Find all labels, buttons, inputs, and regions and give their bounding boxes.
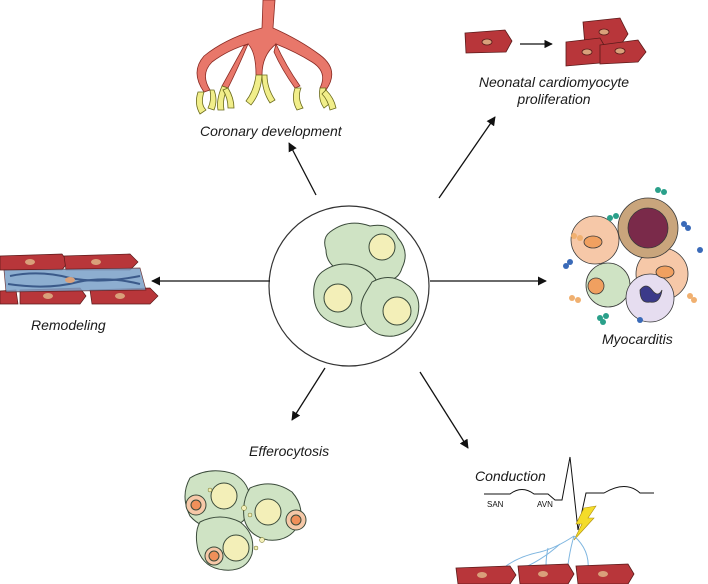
- label-neonatal-line2: proliferation: [517, 91, 591, 107]
- arrow-to-coronary: [288, 142, 317, 196]
- cardiomyocyte-proliferation-icon: [464, 17, 647, 67]
- efferocytosis-macrophage-icon: [184, 470, 307, 571]
- remodeling-tissue-icon: [0, 253, 159, 305]
- label-san: SAN: [487, 500, 504, 509]
- central-macrophage-icon: [313, 222, 420, 337]
- arrow-to-neonatal: [438, 116, 496, 199]
- label-neonatal-line1: Neonatal cardiomyocyte: [478, 74, 630, 90]
- myocarditis-immune-cells-icon: [563, 187, 703, 325]
- arrow-to-efferocytosis: [291, 367, 326, 421]
- conduction-cardiomyocytes-icon: [455, 563, 635, 584]
- label-efferocytosis: Efferocytosis: [249, 443, 330, 459]
- label-remodeling: Remodeling: [31, 317, 106, 333]
- arrows: [151, 116, 547, 449]
- ecg-trace-icon: [484, 456, 654, 531]
- arrow-to-conduction: [419, 371, 469, 449]
- label-avn: AVN: [537, 500, 553, 509]
- label-myocarditis: Myocarditis: [602, 331, 673, 347]
- label-coronary-development: Coronary development: [200, 123, 342, 139]
- lightning-icon: [573, 505, 597, 541]
- coronary-vessel-icon: [196, 0, 337, 115]
- label-conduction: Conduction: [475, 468, 546, 484]
- label-neonatal-cardiomyocyte: Neonatal cardiomyocyte proliferation: [460, 74, 648, 108]
